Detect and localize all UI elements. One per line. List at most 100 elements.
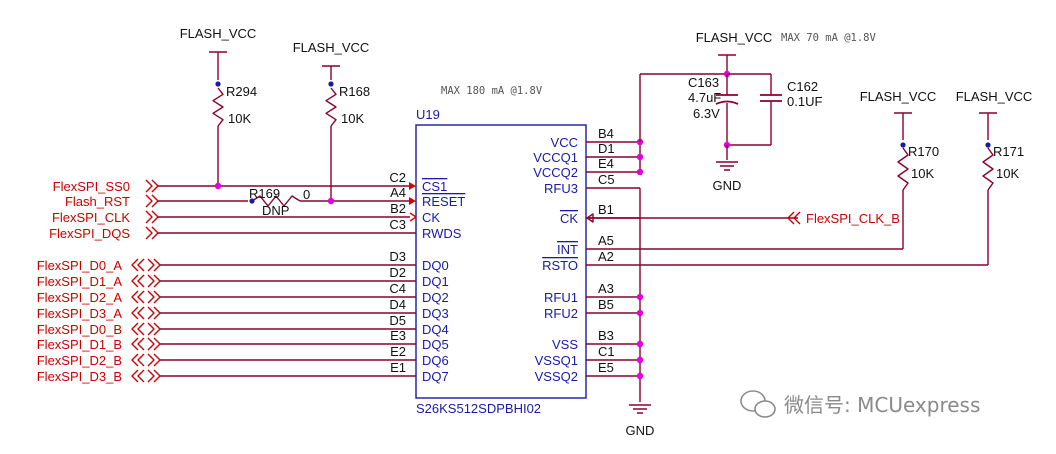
net-label-flexspi_d1_b: FlexSPI_D1_B — [37, 337, 122, 352]
junction-dot — [636, 340, 644, 348]
net-label-flexspi_d3_b: FlexSPI_D3_B — [37, 369, 122, 384]
net-flag-bidir — [137, 274, 145, 288]
net-label-flexspi_d2_a: FlexSPI_D2_A — [37, 290, 123, 305]
pin-name-dq1: DQ1 — [422, 274, 449, 289]
net-label-flexspi_clk: FlexSPI_CLK — [52, 210, 130, 225]
resistor-r171 — [982, 147, 994, 191]
net-flag-bidir — [147, 290, 155, 304]
net-label-flexspi_d0_a: FlexSPI_D0_A — [37, 258, 123, 273]
pin-name-int: INT — [557, 242, 578, 257]
net-flag-bidir — [147, 369, 155, 383]
net-flag-bidir — [153, 337, 161, 351]
net-label-flexspi_ss0: FlexSPI_SS0 — [53, 179, 130, 194]
clock-marker — [586, 213, 594, 223]
net-label-flexspi_d1_a: FlexSPI_D1_A — [37, 274, 123, 289]
wechat-icon — [740, 390, 776, 418]
net-flag-arrow — [151, 226, 159, 240]
resistor-value: 10K — [341, 111, 364, 126]
resistor-value: 10K — [228, 111, 251, 126]
net-flag-bidir — [147, 322, 155, 336]
resistor-pin-marker — [328, 81, 334, 87]
pin-name-rwds: RWDS — [422, 226, 462, 241]
pin-name-rfu2: RFU2 — [544, 306, 578, 321]
pin-name-dq5: DQ5 — [422, 337, 449, 352]
pin-name-vccq1: VCCQ1 — [533, 150, 578, 165]
net-label-flexspi_d0_b: FlexSPI_D0_B — [37, 322, 122, 337]
resistor-r294 — [212, 87, 224, 127]
net-flag-bidir — [131, 274, 139, 288]
pin-number-A4: A4 — [390, 185, 406, 200]
pin-number-D2: D2 — [389, 265, 406, 280]
net-flag-bidir — [137, 353, 145, 367]
pin-name-vcc: VCC — [551, 135, 578, 150]
net-flag-bidir — [153, 274, 161, 288]
pin-name-dq2: DQ2 — [422, 290, 449, 305]
pin-name-vssq1: VSSQ1 — [535, 353, 578, 368]
pin-number-A5: A5 — [598, 233, 614, 248]
pin-name-cs1: CS1 — [422, 179, 447, 194]
pin-number-E4: E4 — [598, 156, 614, 171]
junction-dot — [327, 197, 335, 205]
input-arrow — [409, 182, 416, 190]
ground-label: GND — [713, 178, 742, 193]
pin-number-D3: D3 — [389, 249, 406, 264]
input-arrow — [409, 197, 416, 205]
net-flag-bidir — [137, 306, 145, 320]
resistor-r169 — [251, 195, 301, 207]
pin-number-B5: B5 — [598, 297, 614, 312]
resistor-value-r169: 0 — [303, 187, 310, 202]
net-flag-bidir — [147, 306, 155, 320]
pin-name-rsto: RSTO — [542, 258, 578, 273]
capacitor-ref-c163: C163 — [688, 75, 719, 90]
net-flag-bidir — [147, 274, 155, 288]
net-flag-bidir — [153, 290, 161, 304]
pin-number-E2: E2 — [390, 344, 406, 359]
pin-name-dq7: DQ7 — [422, 369, 449, 384]
pin-number-B4: B4 — [598, 126, 614, 141]
pin-name-reset: RESET — [422, 194, 465, 209]
net-flag-bidir — [131, 353, 139, 367]
net-flag-bidir — [153, 306, 161, 320]
pin-number-E3: E3 — [390, 328, 406, 343]
capacitor-value-c162: 0.1UF — [787, 94, 822, 109]
pin-number-A2: A2 — [598, 249, 614, 264]
net-flag-bidir — [153, 369, 161, 383]
resistor-ref: R171 — [993, 144, 1024, 159]
pin-name-rfu3: RFU3 — [544, 181, 578, 196]
junction-dot — [636, 372, 644, 380]
cap-current-note: MAX 70 mA @1.8V — [781, 32, 877, 44]
pin-number-A3: A3 — [598, 281, 614, 296]
pin-name-vssq2: VSSQ2 — [535, 369, 578, 384]
net-flag-bidir — [131, 337, 139, 351]
pin-name-ck: CK — [422, 210, 440, 225]
resistor-r170 — [897, 147, 909, 191]
net-flag-bidir — [153, 258, 161, 272]
net-flag-arrow — [145, 179, 153, 193]
power-label-flash-vcc: FLASH_VCC — [696, 30, 773, 45]
net-flag-bidir — [147, 353, 155, 367]
capacitor-ref-c162: C162 — [787, 79, 818, 94]
net-flag-arrow — [145, 210, 153, 224]
net-flag-bidir — [153, 322, 161, 336]
net-flag-bidir — [131, 322, 139, 336]
pin-number-E1: E1 — [390, 360, 406, 375]
net-label-flexspi-clk-b: FlexSPI_CLK_B — [806, 211, 900, 226]
net-flag-bidir — [131, 290, 139, 304]
net-flag-bidir — [147, 258, 155, 272]
resistor-dnp-note: DNP — [262, 203, 289, 218]
pin-name-rfu1: RFU1 — [544, 290, 578, 305]
power-label-flash-vcc: FLASH_VCC — [860, 89, 937, 104]
capacitor-value-c163: 4.7uF — [688, 90, 721, 105]
pin-name-dq6: DQ6 — [422, 353, 449, 368]
net-flag-bidir — [137, 258, 145, 272]
junction-dot — [636, 168, 644, 176]
net-label-flexspi_d2_b: FlexSPI_D2_B — [37, 353, 122, 368]
junction-dot — [636, 356, 644, 364]
resistor-ref: R170 — [908, 144, 939, 159]
power-label-flash-vcc: FLASH_VCC — [293, 40, 370, 55]
power-label-flash-vcc: FLASH_VCC — [180, 26, 257, 41]
net-label-flexspi_dqs: FlexSPI_DQS — [49, 226, 130, 241]
clock-marker — [409, 212, 417, 222]
watermark-text: 微信号: MCUexpress — [784, 393, 980, 417]
pin-name-dq3: DQ3 — [422, 306, 449, 321]
